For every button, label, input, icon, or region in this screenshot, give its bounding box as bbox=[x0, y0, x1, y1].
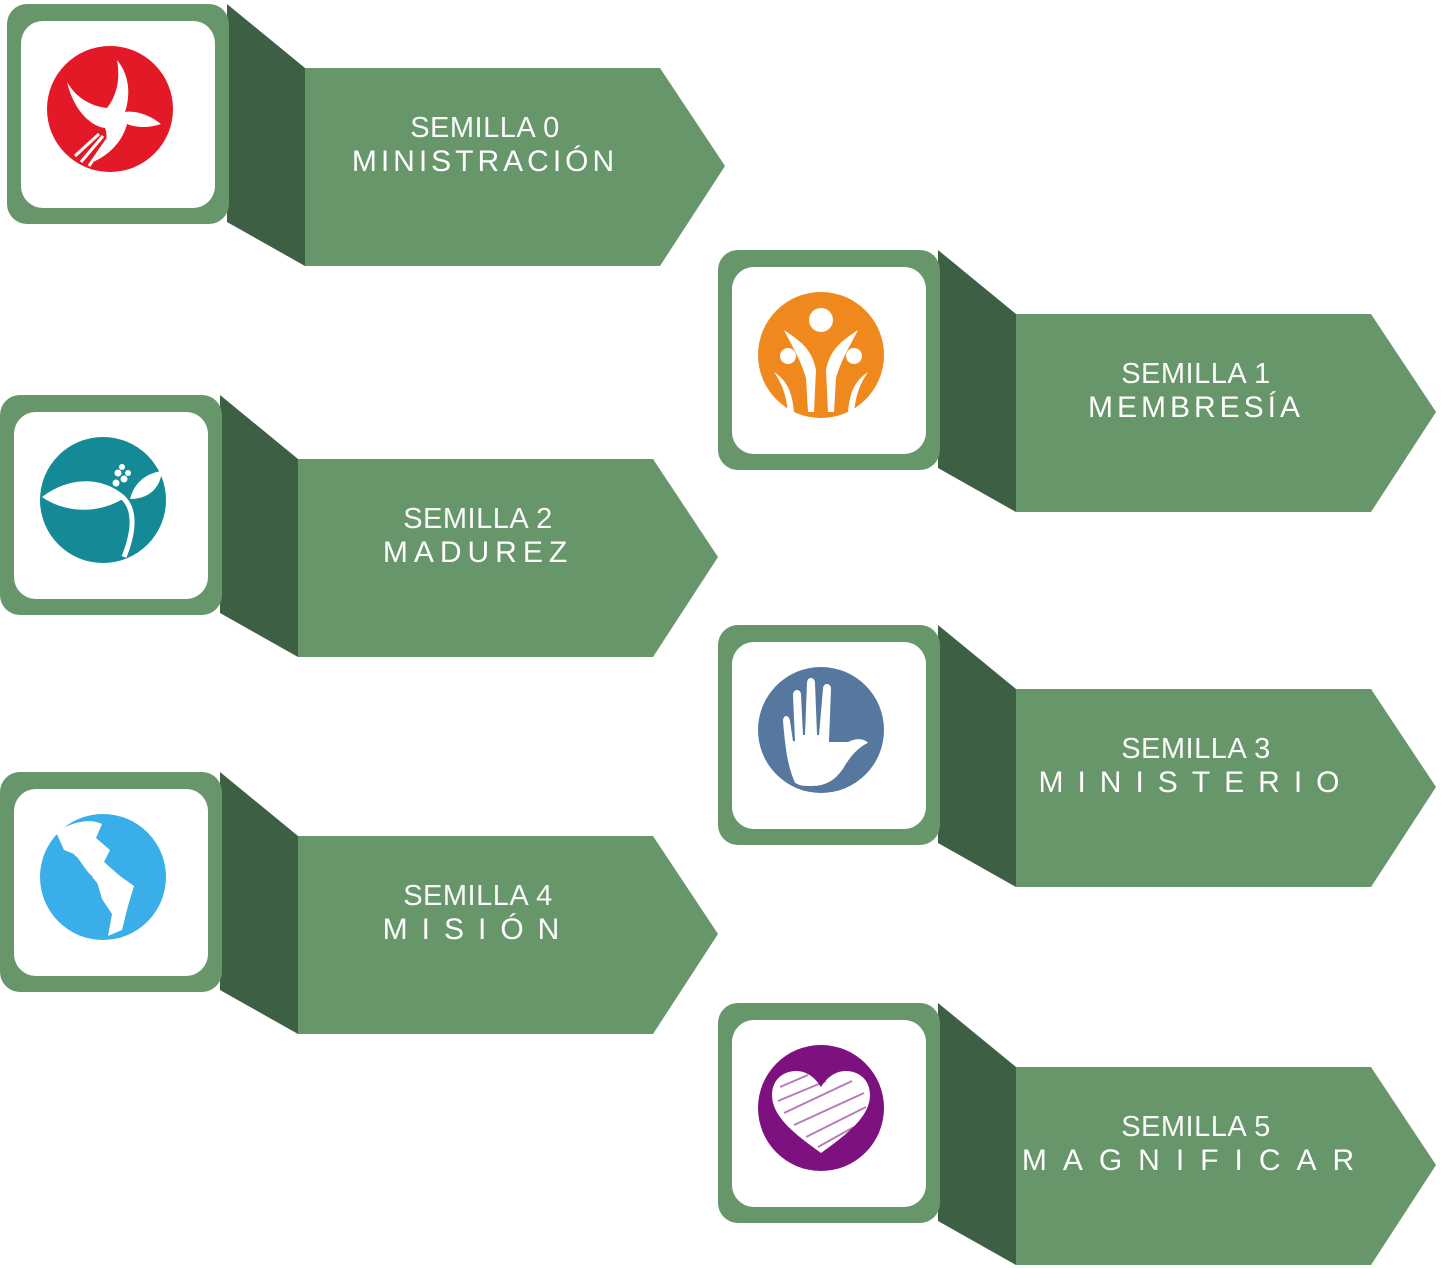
seed-name: MADUREZ bbox=[382, 536, 574, 569]
seed-label: SEMILLA 0 MINISTRACIÓN bbox=[305, 112, 665, 179]
seed-card-0: SEMILLA 0 MINISTRACIÓN bbox=[7, 4, 727, 269]
seed-card-4: SEMILLA 4 MISIÓN bbox=[0, 772, 720, 1037]
seed-name: MINISTRACIÓN bbox=[351, 145, 619, 178]
seed-card-1: SEMILLA 1 MEMBRESÍA bbox=[718, 250, 1438, 515]
leaf-sprout-icon bbox=[40, 437, 166, 563]
seed-card-2: SEMILLA 2 MADUREZ bbox=[0, 395, 720, 660]
hand-icon bbox=[758, 667, 884, 793]
family-icon bbox=[758, 292, 884, 418]
seed-subtitle: SEMILLA 0 bbox=[410, 112, 560, 144]
dove-icon bbox=[47, 46, 173, 172]
seed-label: SEMILLA 3 MINISTERIO bbox=[1016, 733, 1376, 800]
heart-icon bbox=[758, 1045, 884, 1171]
seed-label: SEMILLA 2 MADUREZ bbox=[298, 503, 658, 570]
seed-subtitle: SEMILLA 3 bbox=[1121, 733, 1271, 765]
americas-globe-icon bbox=[40, 814, 166, 940]
seed-label: SEMILLA 5 MAGNIFICAR bbox=[1016, 1111, 1376, 1178]
seed-subtitle: SEMILLA 4 bbox=[403, 880, 553, 912]
seed-name: MAGNIFICAR bbox=[1021, 1144, 1371, 1177]
seed-name: MINISTERIO bbox=[1038, 766, 1354, 799]
seed-label: SEMILLA 4 MISIÓN bbox=[298, 880, 658, 947]
seed-name: MISIÓN bbox=[382, 913, 574, 946]
seed-label: SEMILLA 1 MEMBRESÍA bbox=[1016, 358, 1376, 425]
seed-subtitle: SEMILLA 2 bbox=[403, 503, 553, 535]
seed-subtitle: SEMILLA 1 bbox=[1121, 358, 1271, 390]
seed-card-3: SEMILLA 3 MINISTERIO bbox=[718, 625, 1438, 890]
seed-name: MEMBRESÍA bbox=[1087, 391, 1305, 424]
seed-card-5: SEMILLA 5 MAGNIFICAR bbox=[718, 1003, 1438, 1268]
seed-subtitle: SEMILLA 5 bbox=[1121, 1111, 1271, 1143]
